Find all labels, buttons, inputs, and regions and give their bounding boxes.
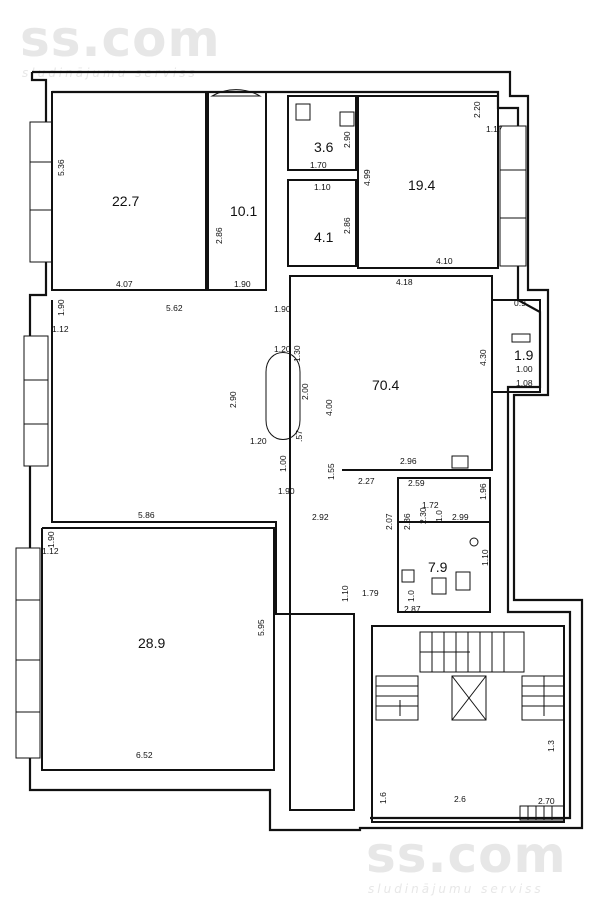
stairs (375, 631, 565, 821)
dim-5-95: 5.95 (256, 619, 266, 636)
fixtures (210, 89, 531, 595)
dim-1-90: 1.90 (278, 486, 295, 496)
toilet-3-6 (295, 103, 311, 121)
dim-2-00: 2.00 (300, 383, 310, 400)
dim-1-90: 1.90 (274, 304, 291, 314)
dim-2-99: 2.99 (452, 512, 469, 522)
dim-1-70: 1.70 (310, 160, 327, 170)
dim-2-27: 2.27 (358, 476, 375, 486)
room-area-3-6: 3.6 (314, 139, 334, 155)
dim-5-62: 5.62 (166, 303, 183, 313)
dim-2-59: 2.59 (408, 478, 425, 488)
dim-1-90: 1.90 (46, 531, 56, 548)
dim-1-96: 1.96 (478, 483, 488, 500)
dim-1-12: 1.12 (52, 324, 69, 334)
room-areas: 22.7 10.1 3.6 4.1 19.4 70.4 1.9 28.9 7.9 (112, 139, 534, 651)
interior-walls (41, 91, 565, 823)
watermark-top-brand: ss.com (20, 10, 221, 68)
dim-2-87: 2.87 (404, 604, 421, 614)
room-outline-3-6 (287, 95, 357, 171)
watermark-bottom-tagline: sludinājumu serviss (368, 882, 544, 896)
dim-57: .57 (294, 430, 304, 442)
dim-5-86: 5.86 (138, 510, 155, 520)
sink-3-6 (339, 111, 355, 127)
room-area-7-9: 7.9 (428, 559, 448, 575)
room-area-70-4: 70.4 (372, 377, 399, 393)
dim-4-10: 4.10 (436, 256, 453, 266)
dim-2-90: 2.90 (228, 391, 238, 408)
dim-4-30: 4.30 (478, 349, 488, 366)
dim-2-90: 2.90 (342, 131, 352, 148)
dim-1-0: 1.0 (406, 590, 416, 602)
dim-1-72: 1.72 (422, 500, 439, 510)
room-outline-70-4 (51, 275, 493, 615)
dim-2-86: 2.86 (214, 227, 224, 244)
room-outline-10-1 (207, 91, 267, 291)
bidet-7-9 (455, 571, 471, 591)
dim-1-10: 1.10 (340, 585, 350, 602)
dimension-labels: 5.36 4.07 2.86 1.90 2.90 1.70 1.10 2.86 … (42, 101, 556, 806)
room-outline-28-9 (41, 527, 275, 771)
room-area-1-9: 1.9 (514, 347, 534, 363)
dim-1-79: 1.79 (362, 588, 379, 598)
sink-7-9 (469, 537, 479, 547)
room-outline-stairwell (371, 625, 565, 823)
windows (15, 121, 527, 759)
toilet-7-9 (431, 577, 447, 595)
room-area-28-9: 28.9 (138, 635, 165, 651)
room-outline-1-9 (492, 299, 541, 393)
room-area-4-1: 4.1 (314, 229, 334, 245)
dim-5-36: 5.36 (56, 159, 66, 176)
dim-1-08: 1.08 (516, 378, 533, 388)
dim-2-70: 2.70 (538, 796, 555, 806)
dim-1-00: 1.00 (516, 364, 533, 374)
room-outline-corridor (289, 613, 355, 811)
dim-2-86: 2.86 (402, 513, 412, 530)
dim-2-96: 2.96 (400, 456, 417, 466)
dim-4-07: 4.07 (116, 279, 133, 289)
dim-1-10: 1.10 (480, 549, 490, 566)
sink-70-4 (451, 455, 469, 469)
basin-7-9 (401, 569, 415, 583)
dim-1-90: 1.90 (56, 299, 66, 316)
dim-0-9: 0.9 (514, 298, 526, 308)
watermark-bottom-brand: ss.com (366, 826, 567, 884)
dim-2-6: 2.6 (454, 794, 466, 804)
dim-2-92: 2.92 (312, 512, 329, 522)
dim-1-20: 1.20 (250, 436, 267, 446)
door-swing-10-1 (210, 89, 262, 97)
dim-2-20: 2.20 (472, 101, 482, 118)
room-area-10-1: 10.1 (230, 203, 257, 219)
dim-1-10: 1.10 (314, 182, 331, 192)
room-outline-4-1 (287, 179, 357, 267)
dim-1-0: 1.0 (434, 510, 444, 522)
dim-1-17: 1.17 (486, 124, 503, 134)
dim-1-12: 1.12 (42, 546, 59, 556)
room-outline-22-7 (51, 91, 207, 291)
room-area-22-7: 22.7 (112, 193, 139, 209)
dim-4-00: 4.00 (324, 399, 334, 416)
dim-2-07: 2.07 (384, 513, 394, 530)
dim-1-90: 1.90 (234, 279, 251, 289)
dim-1-30: 1.30 (292, 345, 302, 362)
dim-4-18: 4.18 (396, 277, 413, 287)
dim-1-20: 1.20 (274, 344, 291, 354)
dim-1-00: 1.00 (278, 455, 288, 472)
dim-1-3: 1.3 (546, 740, 556, 752)
dim-1-55: 1.55 (326, 463, 336, 480)
exterior-walls (28, 70, 584, 832)
appliance-1-9 (511, 333, 531, 343)
room-outline-7-9 (397, 477, 491, 613)
dim-4-99: 4.99 (362, 169, 372, 186)
room-outline-19-4 (357, 95, 499, 269)
oval-stair-element (265, 352, 301, 440)
dim-2-86: 2.86 (342, 217, 352, 234)
dim-1-6: 1.6 (378, 792, 388, 804)
dim-6-52: 6.52 (136, 750, 153, 760)
dim-2-30: 2.30 (418, 507, 428, 524)
room-area-19-4: 19.4 (408, 177, 435, 193)
